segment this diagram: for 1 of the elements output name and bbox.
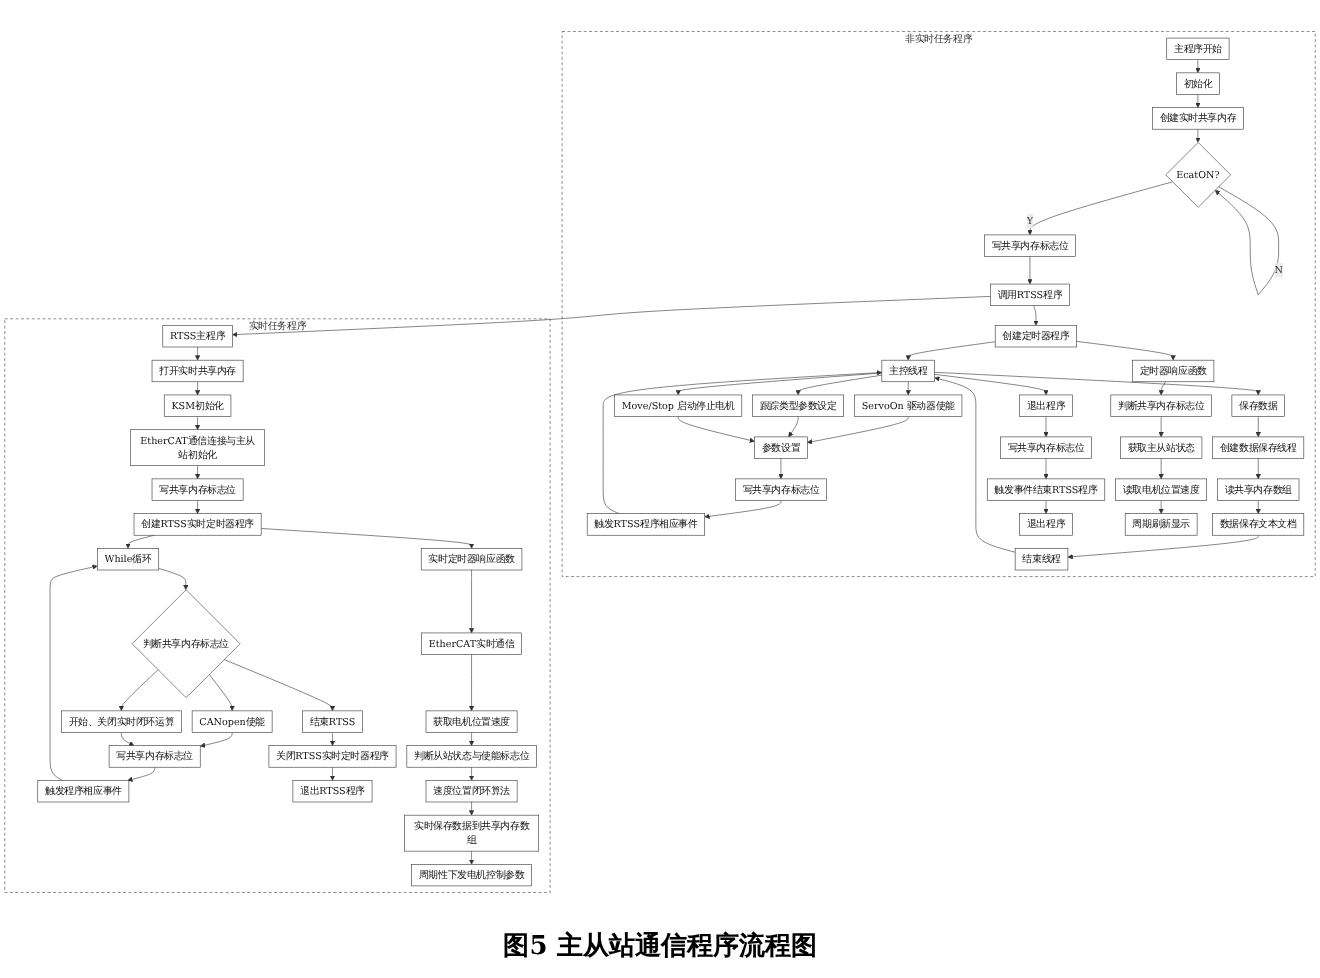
figure-caption: 图5 主从站通信程序流程图 <box>501 929 819 966</box>
